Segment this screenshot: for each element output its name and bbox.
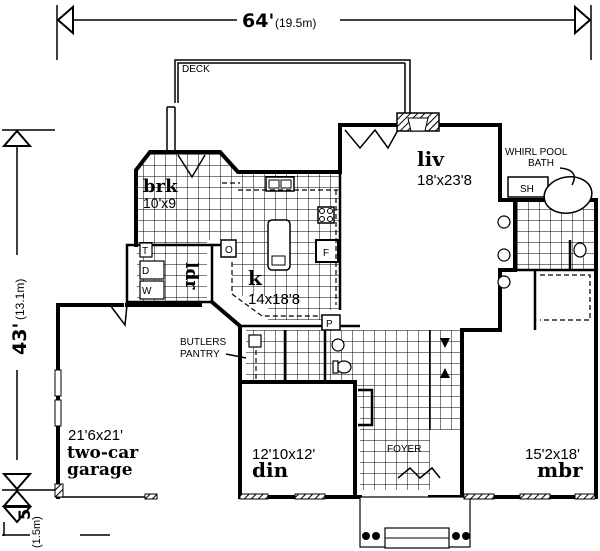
width-dimension-metric: (19.5m)	[275, 16, 316, 30]
fridge-label: F	[323, 248, 329, 259]
room-garage-name-1: two-car	[67, 443, 139, 463]
room-liv-name: liv	[417, 147, 445, 171]
room-mbr-name: mbr	[537, 458, 583, 482]
fixtures	[54, 112, 596, 549]
room-din-name: din	[252, 458, 289, 482]
pantry-label: P	[326, 319, 333, 330]
porch-dimension-metric: (1.5m)	[31, 516, 43, 548]
depth-dimension-metric: (13.1m)	[13, 279, 27, 320]
room-liv-size: 18'x23'8	[417, 172, 472, 189]
room-brk-name: brk	[143, 176, 178, 197]
width-dimension	[56, 4, 592, 60]
tiled-floors	[136, 152, 595, 490]
butlers-label-1: BUTLERS	[180, 337, 226, 348]
shower-label: SH	[520, 184, 534, 195]
room-ldr-name: ldr	[181, 262, 201, 290]
whirlpool-label-2: BATH	[528, 158, 554, 169]
whirlpool-label-1: WHIRL POOL	[505, 147, 568, 158]
butlers-label-2: PANTRY	[180, 349, 220, 360]
room-k-name: k	[248, 266, 263, 290]
room-garage-size: 21'6x21'	[68, 427, 123, 444]
room-brk-size: 10'x9	[143, 195, 176, 211]
depth-dimension-label: 43'	[9, 323, 31, 355]
dryer-label: D	[142, 266, 149, 277]
deck-label: DECK	[182, 64, 210, 75]
washer-label: W	[142, 286, 152, 297]
depth-dimension	[1, 129, 110, 536]
toilet-label: T	[142, 246, 148, 257]
width-dimension-label: 64'	[242, 10, 274, 32]
room-k-size: 14x18'8	[248, 291, 300, 308]
room-mbr-size: 15'2x18'	[525, 446, 580, 463]
oven-label: O	[225, 245, 233, 256]
foyer-label: FOYER	[387, 444, 421, 455]
porch-dimension-label: 5'	[15, 504, 34, 520]
room-garage-name-2: garage	[67, 460, 133, 480]
room-din-size: 12'10x12'	[252, 446, 315, 463]
